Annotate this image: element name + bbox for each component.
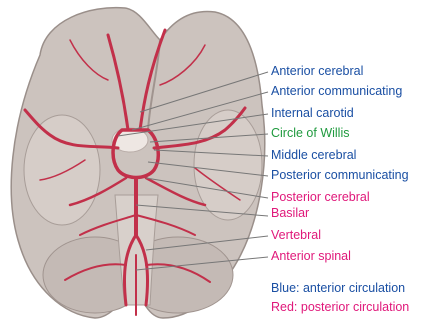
label-internal-carotid: Internal carotid: [271, 106, 354, 121]
label-vertebral: Vertebral: [271, 228, 321, 243]
legend-posterior-circulation: Red: posterior circulation: [271, 300, 409, 315]
brain-illustration: [11, 8, 264, 318]
label-circle-of-willis: Circle of Willis: [271, 126, 349, 141]
label-posterior-cerebral: Posterior cerebral: [271, 190, 370, 205]
label-posterior-communicating: Posterior communicating: [271, 168, 409, 183]
legend-anterior-circulation: Blue: anterior circulation: [271, 281, 405, 296]
temporal-lobe-left: [24, 115, 100, 225]
label-middle-cerebral: Middle cerebral: [271, 148, 356, 163]
label-basilar: Basilar: [271, 206, 309, 221]
label-anterior-communicating: Anterior communicating: [271, 84, 402, 99]
label-anterior-spinal: Anterior spinal: [271, 249, 351, 264]
label-anterior-cerebral: Anterior cerebral: [271, 64, 363, 79]
